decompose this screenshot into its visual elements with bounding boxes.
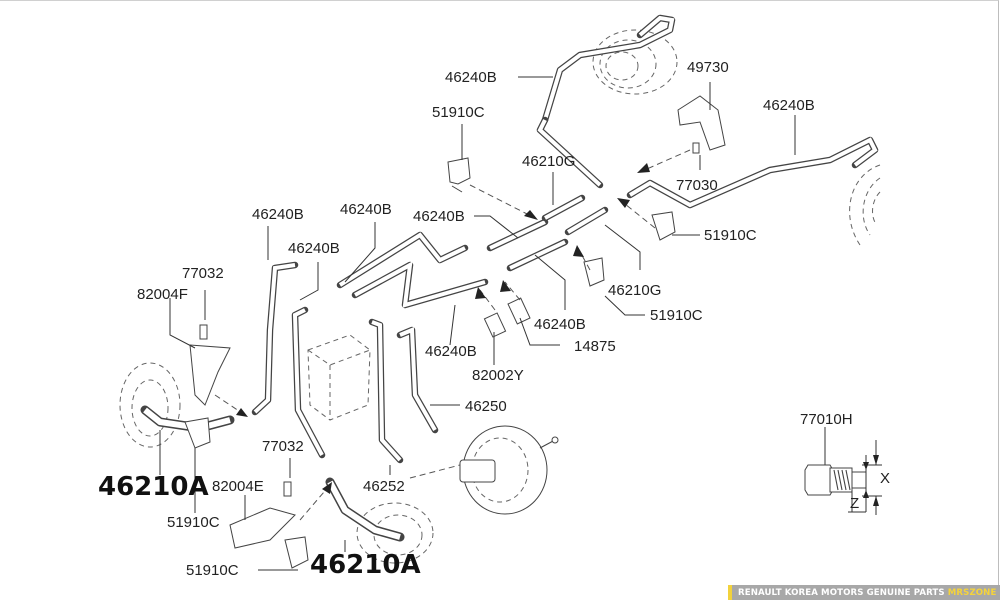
part-label-51910c-lower-left[interactable]: 51910C (167, 514, 220, 531)
front-hoses (140, 405, 405, 542)
part-label-82004f[interactable]: 82004F (137, 286, 188, 303)
part-label-14875[interactable]: 14875 (574, 338, 616, 355)
rear-left-wheel-ghost (849, 164, 881, 246)
rear-right-wheel-ghost (592, 29, 678, 95)
part-label-46240b-left-2[interactable]: 46240B (340, 201, 392, 218)
footer-accent-bar (728, 585, 732, 600)
part-label-51910c-mid[interactable]: 51910C (650, 307, 703, 324)
part-label-82002y[interactable]: 82002Y (472, 367, 524, 384)
part-label-77030[interactable]: 77030 (676, 177, 718, 194)
front-right-wheel-ghost (356, 502, 434, 564)
brake-tubes (251, 14, 879, 464)
brake-booster (459, 425, 559, 515)
part-label-77032-lower[interactable]: 77032 (262, 438, 304, 455)
part-label-46210a-right[interactable]: 46210A (310, 550, 421, 580)
part-label-82004e[interactable]: 82004E (212, 478, 264, 495)
front-left-wheel-ghost (119, 362, 181, 448)
part-label-46252[interactable]: 46252 (363, 478, 405, 495)
abs-unit-ghost (307, 334, 371, 421)
part-label-46240b-rear-left[interactable]: 46240B (763, 97, 815, 114)
part-label-46240b-lower-center[interactable]: 46240B (534, 316, 586, 333)
part-label-46240b-left-3[interactable]: 46240B (288, 240, 340, 257)
watermark-footer: RENAULT KOREA MOTORS GENUINE PARTS MRSZO… (728, 585, 1000, 600)
part-label-77010h[interactable]: 77010H (800, 411, 853, 428)
part-label-49730[interactable]: 49730 (687, 59, 729, 76)
footer-main-text: RENAULT KOREA MOTORS GENUINE PARTS (738, 587, 945, 598)
part-label-46210g-lower[interactable]: 46210G (608, 282, 661, 299)
footer-text: RENAULT KOREA MOTORS GENUINE PARTS MRSZO… (738, 588, 996, 598)
part-label-46240b-lower-left[interactable]: 46240B (425, 343, 477, 360)
dimension-x-label: X (880, 470, 890, 487)
part-label-46210a-left[interactable]: 46210A (98, 472, 209, 502)
part-label-51910c-right[interactable]: 51910C (704, 227, 757, 244)
part-label-51910c-bottom[interactable]: 51910C (186, 562, 239, 579)
part-label-46250[interactable]: 46250 (465, 398, 507, 415)
dimension-z-label: Z (850, 495, 859, 512)
part-label-51910c-top[interactable]: 51910C (432, 104, 485, 121)
part-label-46240b-left-1[interactable]: 46240B (252, 206, 304, 223)
brackets (184, 95, 726, 569)
assembly-arrows (214, 149, 691, 521)
part-labels[interactable]: 46240B 49730 51910C 46240B 46210G 77030 … (98, 59, 853, 580)
leader-lines (159, 76, 826, 571)
part-label-46240b-center[interactable]: 46240B (413, 208, 465, 225)
footer-brand: MRSZONE (947, 587, 997, 598)
part-label-46210g-upper[interactable]: 46210G (522, 153, 575, 170)
part-label-46240b-rear-right[interactable]: 46240B (445, 69, 497, 86)
detail-view-77010h: X Z (804, 440, 890, 515)
part-label-77032-upper[interactable]: 77032 (182, 265, 224, 282)
